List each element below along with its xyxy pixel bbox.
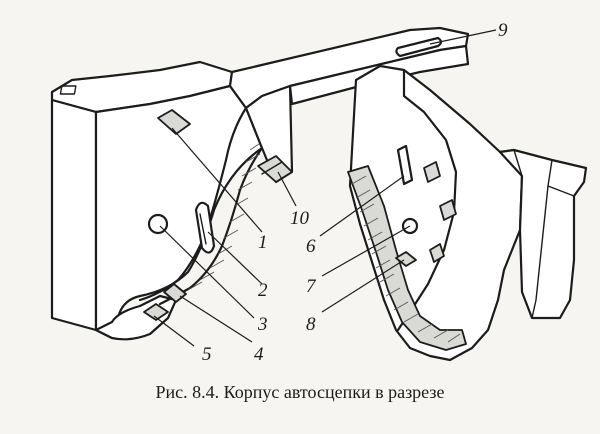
callout-labels: 1 2 3 4 5 6 7 8 9 10 [202, 20, 508, 365]
right-housing-part [347, 64, 588, 362]
label-2: 2 [258, 280, 268, 301]
label-5: 5 [202, 344, 212, 365]
left-housing-part [50, 60, 264, 341]
figure-caption: Рис. 8.4. Корпус автосцепки в разрезе [155, 382, 445, 402]
label-1: 1 [258, 232, 268, 253]
label-8: 8 [306, 314, 316, 335]
label-4: 4 [254, 344, 264, 365]
shank-beam [228, 26, 470, 184]
right-section-hatching [351, 175, 461, 343]
rib-section-hatching [187, 141, 263, 291]
label-10: 10 [290, 208, 310, 229]
label-9: 9 [498, 20, 508, 41]
label-6: 6 [306, 236, 316, 257]
label-7: 7 [306, 276, 317, 297]
label-3: 3 [257, 314, 268, 335]
leader-lines [153, 29, 497, 347]
